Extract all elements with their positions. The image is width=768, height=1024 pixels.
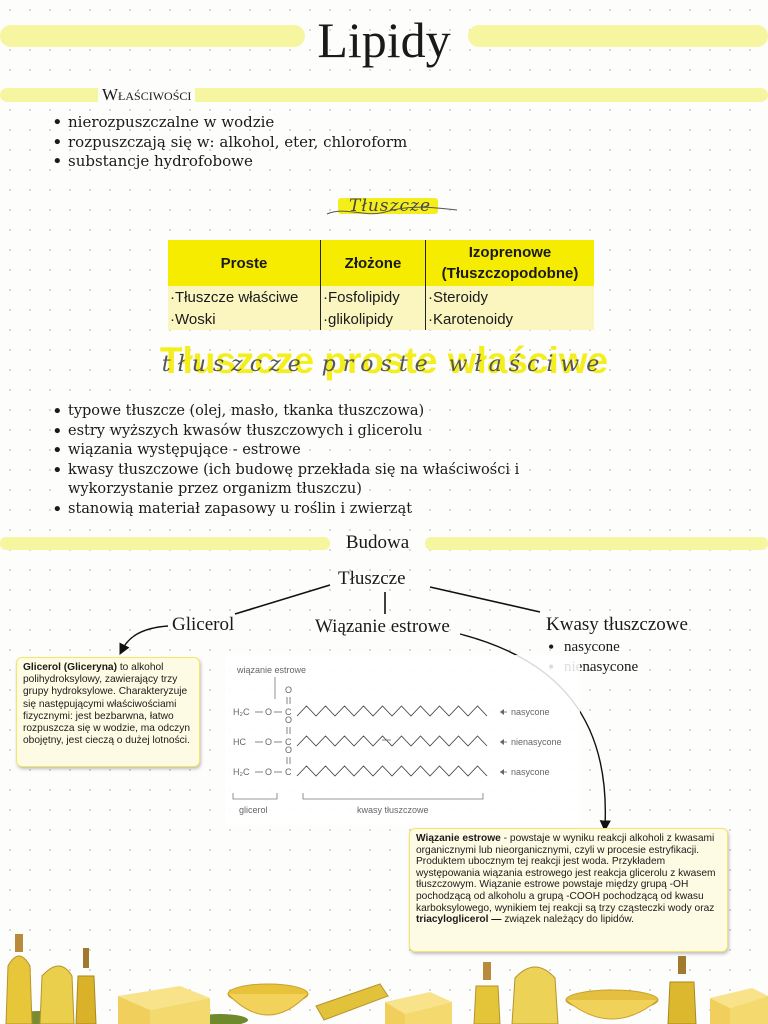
table-cell: ·Tłuszcze właściwe	[168, 286, 321, 308]
simple-fats-heading-script: tłuszcze proste właściwe	[161, 352, 607, 377]
glycerol-note-term: Glicerol (Gliceryna)	[23, 662, 117, 673]
bottom-decoration	[5, 934, 768, 1024]
list-item: stanowią materiał zapasowy u roślin i zw…	[50, 500, 610, 520]
figure-oxygen: O	[265, 767, 272, 777]
table-header-cell: Izoprenowe (Tłuszczopodobne)	[425, 240, 594, 286]
ester-note: Wiązanie estrowe - powstaje w wyniku rea…	[409, 828, 728, 952]
table-cell: ·Steroidy	[425, 286, 594, 308]
list-item: nierozpuszczalne w wodzie	[50, 113, 750, 133]
figure-glycerol-group: H₂C	[233, 767, 250, 777]
figure-acids-label: kwasy tłuszczowe	[357, 805, 429, 815]
simple-fats-heading: Tłuszcze proste właściwe	[159, 340, 609, 381]
branch-fatty-acids: Kwasy tłuszczowe	[546, 614, 688, 635]
figure-carbon: C	[285, 707, 292, 717]
glycerol-note-text: to alkohol polihydroksylowy, zawierający…	[23, 662, 191, 747]
page-title: Lipidy	[317, 12, 451, 68]
table-cell: ·Karotenoidy	[425, 308, 594, 330]
figure-carbon: C	[285, 737, 292, 747]
classification-table: Proste Złożone Izoprenowe (Tłuszczopodob…	[168, 240, 594, 330]
fatty-acid-chain	[296, 765, 488, 777]
list-item: rozpuszczają się w: alkohol, eter, chlor…	[50, 133, 750, 153]
structure-band-left	[0, 537, 330, 550]
table-header-row: Proste Złożone Izoprenowe (Tłuszczopodob…	[168, 240, 594, 286]
table-cell: ·Fosfolipidy	[320, 286, 426, 308]
figure-carbonyl-oxygen: O	[285, 685, 292, 695]
figure-glycerol-group: H₂C	[233, 707, 250, 717]
figure-carbon: C	[285, 767, 292, 777]
list-item: wiązania występujące - estrowe	[50, 441, 610, 461]
figure-chain-label: nienasycone	[511, 737, 562, 747]
figure-ester-label: wiązanie estrowe	[236, 665, 306, 675]
list-item: substancje hydrofobowe	[50, 152, 750, 172]
glycerol-note: Glicerol (Gliceryna) to alkohol polihydr…	[16, 657, 200, 767]
figure-chain-label: nasycone	[511, 767, 550, 777]
table-row: ·Woski ·glikolipidy ·Karotenoidy	[168, 308, 594, 330]
title-band-right	[468, 25, 768, 47]
fats-heading: Tłuszcze	[348, 196, 432, 216]
branch-glycerol: Glicerol	[172, 614, 235, 635]
figure-carbonyl-oxygen: O	[285, 745, 292, 755]
ester-note-bold: triacyloglicerol —	[416, 914, 502, 926]
properties-list: nierozpuszczalne w wodzie rozpuszczają s…	[50, 113, 750, 172]
figure-chain-label: nasycone	[511, 707, 550, 717]
table-row: ·Tłuszcze właściwe ·Fosfolipidy ·Steroid…	[168, 286, 594, 308]
simple-fats-list: typowe tłuszcze (olej, masło, tkanka tłu…	[50, 402, 610, 519]
ester-note-tail: związek należący do lipidów.	[501, 914, 635, 926]
ester-note-term: Wiązanie estrowe	[416, 833, 501, 844]
figure-glycerol-label: glicerol	[239, 805, 268, 815]
table-header-cell: Złożone	[320, 240, 426, 286]
figure-glycerol-group: HC	[233, 737, 246, 747]
figure-oxygen: O	[265, 737, 272, 747]
list-item: nasycone	[546, 638, 638, 658]
ester-note-text: - powstaje w wyniku reakcji alkoholi z k…	[416, 833, 716, 914]
butter-icon	[118, 986, 210, 1024]
list-item: estry wyższych kwasów tłuszczowych i gli…	[50, 422, 610, 442]
structure-band-right	[425, 537, 768, 550]
fats-heading-highlight	[338, 198, 438, 214]
oil-bowl-icon	[227, 983, 309, 1016]
branch-ester: Wiązanie estrowe	[315, 616, 450, 637]
structure-heading: Budowa	[345, 532, 410, 553]
fatty-acid-chain	[296, 735, 488, 747]
properties-heading: Właściwości	[98, 85, 196, 105]
structure-root: Tłuszcze	[338, 568, 406, 589]
figure-carbonyl-oxygen: O	[285, 715, 292, 725]
table-cell: ·glikolipidy	[320, 308, 426, 330]
list-item: typowe tłuszcze (olej, masło, tkanka tłu…	[50, 402, 610, 422]
table-header-cell: Proste	[168, 240, 321, 286]
list-item: kwasy tłuszczowe (ich budowę przekłada s…	[50, 461, 610, 500]
fatty-acid-chain	[296, 705, 488, 717]
table-cell: ·Woski	[168, 308, 321, 330]
flourish-decoration	[326, 206, 458, 215]
title-band-left	[0, 25, 305, 47]
figure-oxygen: O	[265, 707, 272, 717]
oil-bottle-icon	[5, 934, 33, 1024]
